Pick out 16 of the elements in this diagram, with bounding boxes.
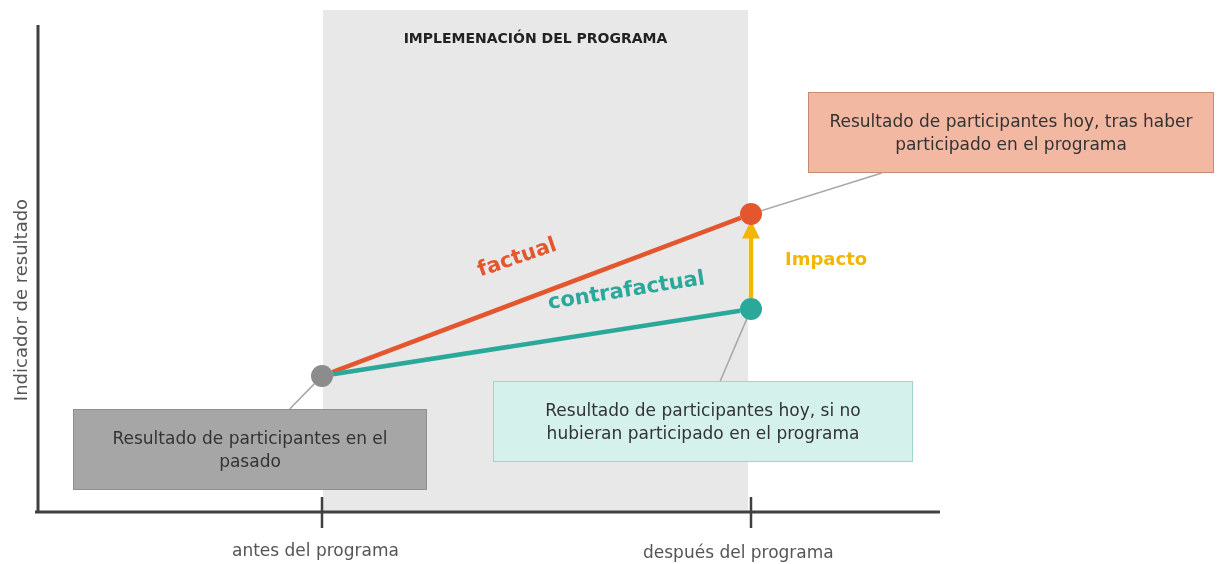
data-point xyxy=(740,298,762,320)
trend-line xyxy=(332,308,741,377)
tick-label: antes del programa xyxy=(232,540,399,560)
callout-box: Resultado de participantes en el pasado xyxy=(73,409,427,490)
edge-label: Impacto xyxy=(785,248,868,269)
data-point xyxy=(740,203,762,225)
callout-box: Resultado de participantes hoy, si no hubieran participado en el programa xyxy=(493,381,913,462)
data-point xyxy=(311,365,333,387)
leader-line xyxy=(719,318,748,382)
leader-line xyxy=(760,172,883,212)
leader-line xyxy=(288,383,316,410)
tick-label: después del programa xyxy=(643,542,834,562)
band-heading: IMPLEMENACIÓN DEL PROGRAMA xyxy=(402,30,669,46)
axis-title: Indicador de resultado xyxy=(9,198,31,402)
callout-box: Resultado de participantes hoy, tras haber participado en el programa xyxy=(808,92,1214,173)
trend-line xyxy=(331,215,742,375)
